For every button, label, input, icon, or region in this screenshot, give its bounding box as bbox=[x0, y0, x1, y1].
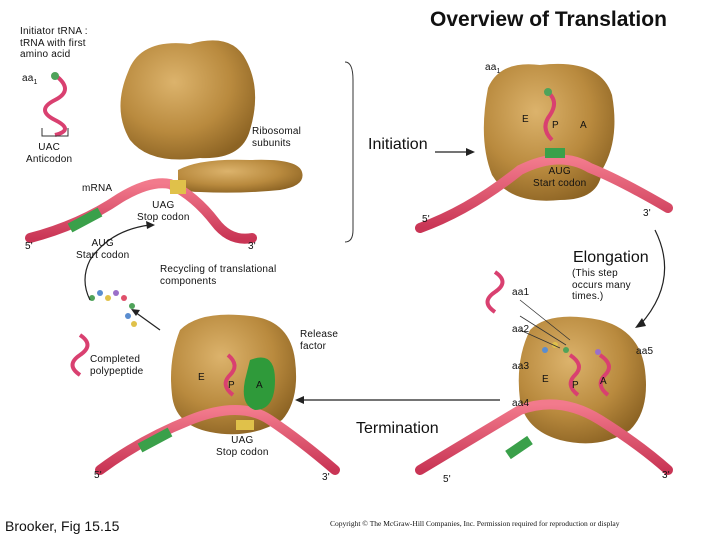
uac-anticodon-label: UAC Anticodon bbox=[26, 142, 73, 165]
initiation-label: Initiation bbox=[368, 136, 428, 153]
aa1-top-right-text: aa bbox=[485, 62, 497, 73]
aa-item: aa2 bbox=[512, 324, 530, 335]
arrow-recycling bbox=[134, 311, 161, 331]
aug-start-codon-label-2: AUG Start codon bbox=[533, 166, 587, 189]
aa1-label: aa1 bbox=[22, 73, 38, 87]
ribosome-elongation bbox=[518, 316, 646, 444]
e-site-label-3: E bbox=[198, 372, 205, 383]
aa1-top-right-label: aa1 bbox=[485, 62, 501, 76]
a-site-label-2: A bbox=[600, 376, 607, 387]
trna-recycled-icon bbox=[70, 333, 90, 377]
ribosomal-subunits-label: Ribosomal subunits bbox=[252, 126, 302, 149]
a-site-label-3: A bbox=[256, 380, 263, 391]
p-site-label-3: P bbox=[228, 380, 235, 391]
a-site-label-1: A bbox=[580, 120, 587, 131]
p-site-label-2: P bbox=[572, 380, 579, 391]
bracket bbox=[344, 61, 354, 243]
five-prime-label-3: 5' bbox=[443, 474, 451, 485]
termination-label: Termination bbox=[356, 420, 439, 437]
release-factor-label: Release factor bbox=[300, 329, 339, 352]
this-step-note: (This step occurs many times.) bbox=[572, 268, 631, 302]
release-factor-icon bbox=[243, 357, 275, 410]
three-prime-label-3: 3' bbox=[662, 470, 670, 481]
arrow-cycle bbox=[84, 224, 151, 301]
polypeptide-chain-icon bbox=[89, 290, 137, 327]
uag-stop-codon-label-2: UAG Stop codon bbox=[216, 435, 269, 458]
aa-item: aa3 bbox=[512, 361, 530, 372]
aa1-top-right-subscript: 1 bbox=[496, 68, 501, 75]
copyright-notice: Copyright © The McGraw-Hill Companies, I… bbox=[330, 519, 620, 528]
five-prime-label-2: 5' bbox=[422, 214, 430, 225]
large-subunit bbox=[120, 40, 256, 160]
uag-stop-codon-label-1: UAG Stop codon bbox=[137, 200, 190, 223]
e-site-label-1: E bbox=[522, 114, 529, 125]
recycling-label: Recycling of translational components bbox=[160, 264, 277, 287]
small-subunit bbox=[177, 159, 303, 193]
three-prime-label-1: 3' bbox=[248, 241, 256, 252]
figure-credit: Brooker, Fig 15.15 bbox=[5, 518, 120, 534]
completed-polypeptide-label: Completed polypeptide bbox=[90, 354, 144, 377]
aa5-label: aa5 bbox=[636, 346, 654, 357]
arrow-elongation bbox=[639, 229, 666, 326]
five-prime-label-4: 5' bbox=[94, 470, 102, 481]
three-prime-label-4: 3' bbox=[322, 472, 330, 483]
e-site-label-2: E bbox=[542, 374, 549, 385]
three-prime-label-2: 3' bbox=[643, 208, 651, 219]
p-site-label-1: P bbox=[552, 120, 559, 131]
aug-start-codon-label-1: AUG Start codon bbox=[76, 238, 130, 261]
aa-item: aa4 bbox=[512, 398, 530, 409]
mrna-label: mRNA bbox=[82, 183, 113, 194]
initiator-trna-label: Initiator tRNA : tRNA with first amino a… bbox=[20, 26, 88, 60]
aa1-text: aa bbox=[22, 73, 34, 84]
aa-item: aa1 bbox=[512, 287, 530, 298]
initiator-trna-icon bbox=[41, 72, 69, 137]
aa1-subscript: 1 bbox=[33, 79, 38, 86]
elongation-label: Elongation bbox=[573, 249, 649, 266]
aa-list: aa1 aa2 aa3 aa4 bbox=[512, 264, 529, 424]
free-trna-icon bbox=[485, 270, 505, 314]
five-prime-label-1: 5' bbox=[25, 241, 33, 252]
page-title: Overview of Translation bbox=[430, 8, 667, 31]
